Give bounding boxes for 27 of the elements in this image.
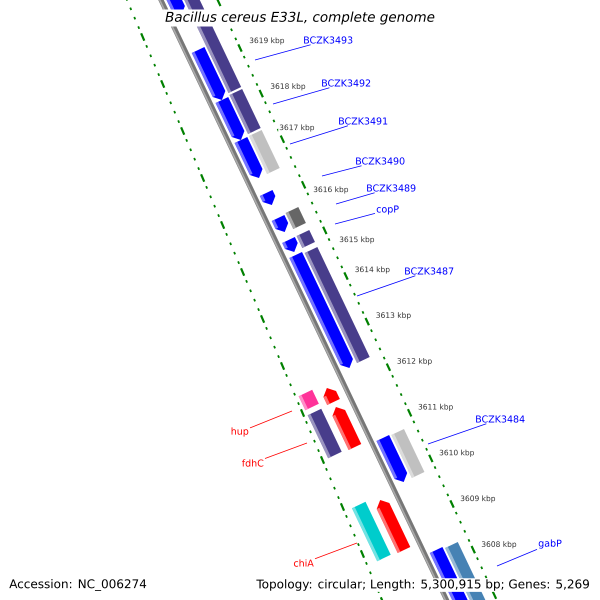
leader-line (336, 192, 376, 204)
gene-label: BCZK3493 (304, 36, 352, 44)
gene-label: chiA (294, 559, 314, 567)
gene-label: BCZK3491 (339, 117, 388, 125)
leader-line (272, 87, 330, 104)
gene-label: copP (376, 206, 399, 214)
gene-label: BCZK3489 (367, 184, 416, 192)
leader-line (496, 549, 538, 566)
leader-line (334, 212, 376, 224)
gene-label: BCZK3490 (356, 157, 404, 165)
gene-label: gabP (538, 539, 562, 549)
gene-label: hup (232, 427, 248, 437)
leader-line (290, 125, 348, 144)
map-title: Bacillus cereus E33L, complete genome (163, 9, 437, 27)
leader-line (254, 44, 312, 60)
leader-line (322, 165, 362, 176)
leader-line (314, 542, 358, 560)
leader-line (428, 423, 487, 444)
gene-label: BCZK3484 (476, 415, 525, 423)
leader-line (250, 410, 292, 428)
leader-line (264, 442, 308, 459)
genome-info-text: Topology: circular; Length: 5,300,915 bp; Genes: 5,269 (255, 578, 591, 592)
gene-label: BCZK3487 (405, 267, 454, 275)
leader-line (356, 275, 416, 296)
gene-label: fdhC (242, 459, 264, 467)
gene-label: BCZK3492 (322, 79, 370, 87)
accession-text: Accession: NC_006274 (8, 578, 148, 592)
